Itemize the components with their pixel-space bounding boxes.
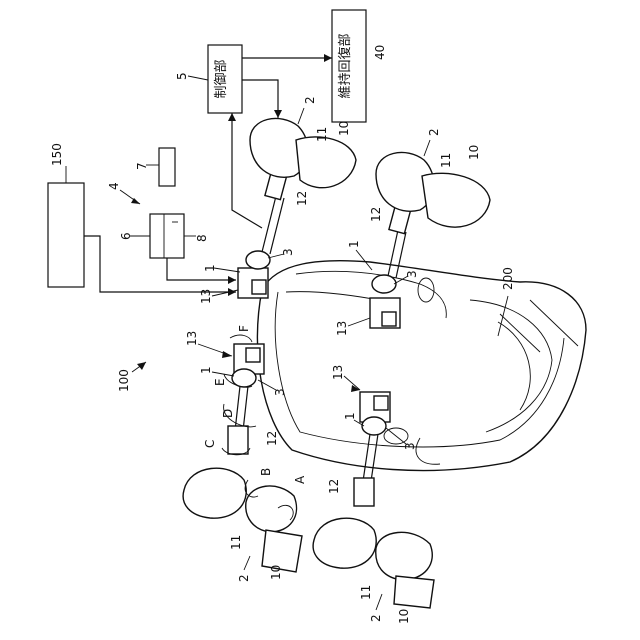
axis-c-label: C (203, 440, 217, 448)
ref-2-front-right: 2 (369, 614, 383, 622)
ref-7-label: 7 (135, 162, 149, 170)
box-7 (159, 148, 175, 186)
ref-5-label: 5 (175, 72, 189, 80)
ref-13-front-right: 13 (331, 365, 345, 380)
ref-10-front-right: 10 (397, 609, 411, 624)
axis-b-label: B (259, 468, 273, 476)
ref-4-label: 4 (107, 182, 121, 190)
ref-12-front-right: 12 (327, 479, 341, 494)
ref-1-c: 1 (199, 366, 213, 374)
axis-d-label: D (221, 409, 235, 418)
ref-13-rear-left: 13 (199, 289, 213, 304)
box-6-8 (150, 214, 184, 258)
ref-10-rear-left: 10 (337, 121, 351, 136)
ref-200-label: 200 (501, 267, 515, 290)
axis-a-label: A (293, 475, 307, 484)
ref-10-front-left: 10 (269, 565, 283, 580)
ref-13-rear-right: 13 (335, 321, 349, 336)
base-unit-rear-left (238, 268, 268, 298)
ref-12-rear-left: 12 (295, 191, 309, 206)
vehicle (257, 261, 586, 471)
ref-150-label: 150 (50, 143, 64, 166)
ref-10-rear-right: 10 (467, 145, 481, 160)
ref-2-rear-right: 2 (427, 128, 441, 136)
ref-12-rear-right: 12 (369, 207, 383, 222)
ref-13-front-left: 13 (185, 331, 199, 346)
axis-e-label: E (213, 378, 227, 386)
ref-11-rear-right: 11 (439, 153, 453, 168)
base-unit-rear-right (370, 298, 400, 328)
ref-11-front-right: 11 (359, 585, 373, 600)
ref-11-front-left: 11 (229, 535, 243, 550)
ref-2-rear-left: 2 (303, 96, 317, 104)
ref-1-d: 1 (343, 412, 357, 420)
ref-11-rear-left: 11 (315, 127, 329, 142)
axis-f-label: F (237, 325, 251, 332)
box-150 (48, 183, 84, 287)
ref-3-a: 3 (281, 248, 295, 256)
ref-40-label: 40 (373, 45, 387, 60)
ref-2-front-left: 2 (237, 574, 251, 582)
ref-8-label: 8 (195, 234, 209, 242)
ref-1-b: 1 (347, 240, 361, 248)
maintenance-label: 維持回復部 (337, 33, 353, 98)
control-unit-label: 制御部 (214, 59, 229, 98)
ref-12-front-left: 12 (265, 431, 279, 446)
ref-100-label: 100 (117, 369, 131, 392)
